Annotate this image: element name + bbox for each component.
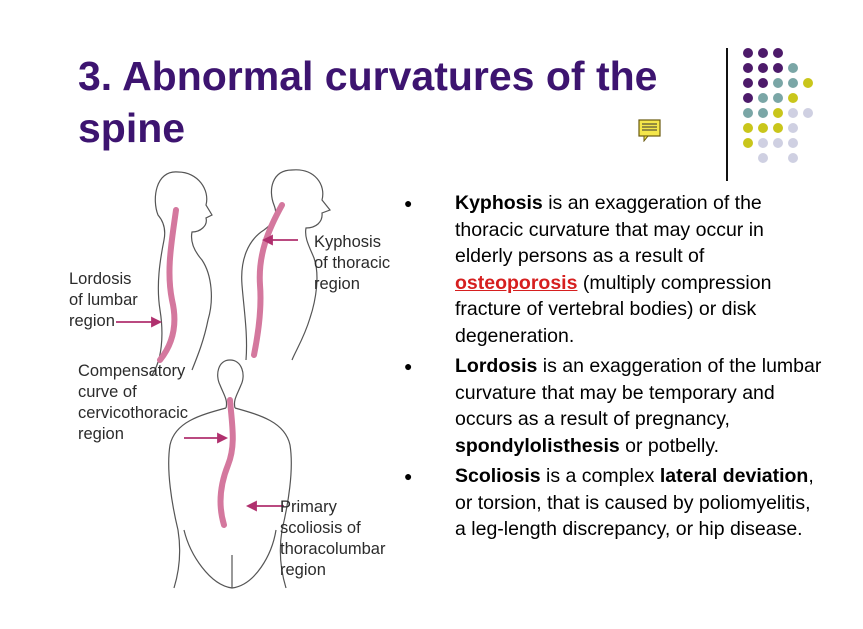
scoliosis-text-end: , or torsion, that is caused by poliomye… — [455, 465, 814, 540]
term-lordosis: Lordosis — [455, 355, 538, 377]
scoliosis-text: is a complex — [540, 465, 660, 487]
divider-line — [726, 48, 728, 181]
kyphosis-text: is an exaggeration of the thoracic curva… — [455, 192, 764, 267]
lordosis-text: is an exaggeration of the lumbar curvatu… — [455, 355, 822, 430]
bullet-dot-icon: ● — [404, 468, 413, 484]
lordosis-text-end: or potbelly. — [619, 434, 720, 457]
scoliosis-label: Primary scoliosis of thoracolumbar regio… — [280, 498, 386, 579]
lordosis-label: Lordosis of lumbar region — [69, 270, 138, 330]
osteoporosis-link[interactable]: osteoporosis — [455, 271, 578, 294]
spine-curvature-figure: Lordosis of lumbar region Kyphosis of th… — [60, 160, 410, 590]
kyphosis-label: Kyphosis of thoracic region — [314, 233, 391, 293]
bullet-kyphosis: ● Kyphosis is an exaggeration of the tho… — [404, 190, 824, 349]
spine-illustration — [116, 169, 331, 589]
slide-title: 3. Abnormal curvatures of the spine — [78, 53, 658, 151]
bullet-scoliosis: ● Scoliosis is a complex lateral deviati… — [404, 463, 824, 543]
dot-grid-decoration — [743, 48, 813, 163]
bullet-dot-icon: ● — [404, 195, 413, 211]
term-lateral-deviation: lateral deviation — [659, 465, 809, 487]
term-scoliosis: Scoliosis — [455, 465, 541, 487]
note-icon[interactable] — [638, 118, 662, 142]
bullet-dot-icon: ● — [404, 358, 413, 374]
term-spondylolisthesis: spondylolisthesis — [455, 434, 620, 457]
bullet-list: ● Kyphosis is an exaggeration of the tho… — [404, 190, 824, 547]
bullet-lordosis: ● Lordosis is an exaggeration of the lum… — [404, 353, 824, 459]
term-kyphosis: Kyphosis — [455, 192, 543, 214]
kyphosis-text-end: (multiply compression fracture of verteb… — [455, 271, 772, 347]
compensatory-curve-label: Compensatory curve of cervicothoracic re… — [78, 362, 189, 443]
